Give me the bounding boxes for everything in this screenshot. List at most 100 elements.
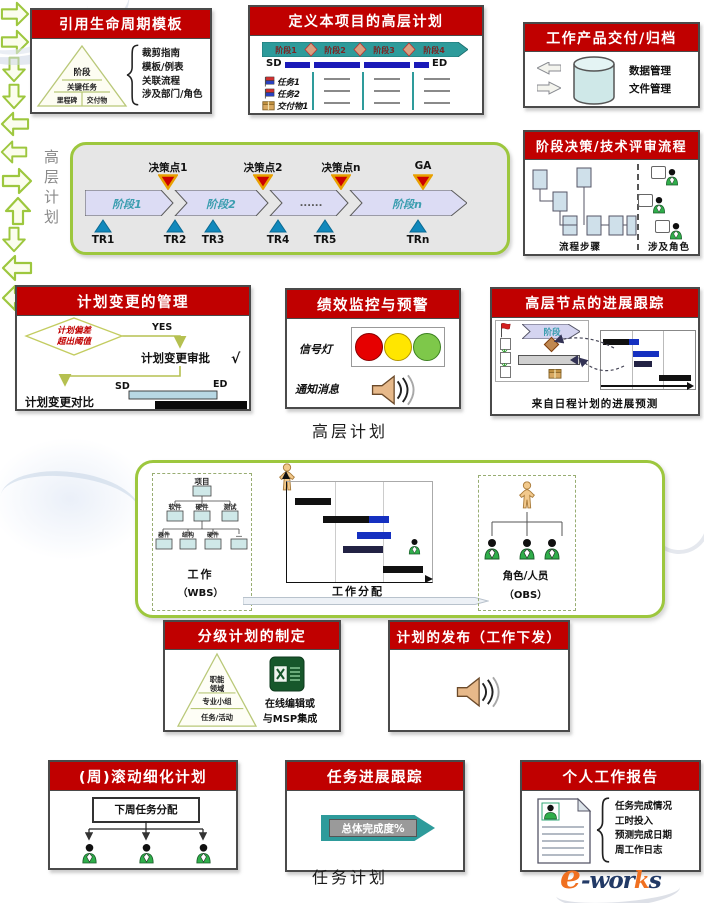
box-personal-report: 个人工作报告 任务完成情况 工时投入 预测完成日期 周工作日志 (520, 760, 701, 872)
obs-dashed-box: 角色/人员 （OBS） (478, 475, 576, 611)
cell-line (324, 90, 350, 92)
top-section-caption: 高层计划 (311, 422, 388, 441)
box-define-plan-title: 定义本项目的高层计划 (250, 7, 482, 36)
flow-arrow-down (0, 83, 28, 110)
gantt-chart (286, 481, 433, 583)
role-person-icon (668, 222, 684, 240)
role-person-icon (651, 196, 667, 214)
box-weekly-rolling-plan: (周)滚动细化计划 下周任务分配 (48, 760, 238, 870)
cell-line (424, 90, 450, 92)
tr-label: TRn (406, 234, 430, 246)
cell-line (324, 102, 350, 104)
traffic-light-icon (351, 327, 445, 367)
wbs-l2-label: 测试 (224, 502, 238, 511)
deviation-diamond-label: 超出阈值 (56, 336, 93, 347)
pyramid-icon: 阶段 关键任务 里程碑 交付物 (36, 44, 128, 107)
node-box (500, 352, 511, 364)
bar-end-arrow (570, 355, 578, 365)
list-item: 涉及部门/角色 (142, 89, 203, 101)
cloud-decoration (0, 438, 150, 560)
list-item: 文件管理 (629, 82, 671, 95)
member-person-icon (80, 843, 99, 864)
box-node-tracking-title: 高层节点的进展跟踪 (492, 289, 698, 318)
gridline (335, 482, 336, 582)
decision-point-label: 决策点n (321, 162, 361, 174)
hier-pyramid-label: 领域 (210, 684, 225, 693)
node-box (500, 338, 511, 350)
wbs-l3-label: 器件 (157, 531, 170, 539)
list-item: 模板/例表 (142, 61, 184, 73)
tr-label: TR1 (91, 234, 115, 246)
tr-label: TR3 (201, 234, 225, 246)
flow-arrow-left (0, 253, 34, 283)
task-flag-icon (264, 76, 275, 87)
tr-label: TR5 (313, 234, 337, 246)
cell-line (374, 90, 400, 92)
axis-arrow (425, 575, 433, 583)
wbs-l3-label: … (236, 532, 242, 539)
overall-progress-bar: 总体完成度% (329, 819, 417, 837)
manager-person-icon (516, 481, 538, 511)
gantt-bar (603, 339, 629, 345)
pyramid-icon: 职能 领域 专业小组 任务/活动 (176, 652, 258, 727)
wbs-l2-label: 硬件 (196, 502, 210, 511)
box-lifecycle-title: 引用生命周期模板 (32, 10, 210, 39)
tr-triangle-icon (166, 219, 184, 233)
tr-triangle-icon (316, 219, 334, 233)
flow-arrow-right (0, 28, 30, 56)
decision-triangle-icon (253, 174, 273, 190)
decision-triangle-icon (158, 174, 178, 190)
band-phase-label: 阶段1 (112, 198, 142, 211)
member-person-icon (542, 538, 562, 560)
flow-arrow-up (0, 196, 36, 226)
pyramid-bl-label: 里程碑 (57, 96, 78, 105)
cell-line (374, 102, 400, 104)
box-weekly-rolling-plan-title: (周)滚动细化计划 (50, 762, 236, 791)
box-review-flow-title: 阶段决策/技术评审流程 (525, 132, 698, 160)
column-divider (312, 72, 314, 110)
yellow-light (383, 333, 412, 361)
change-flow-diagram: 计划偏差 超出阈值 YES 计划变更审批 √ 计划变更对比 SD ED (24, 317, 247, 409)
member-person-icon (194, 843, 213, 864)
brace-icon (596, 797, 611, 863)
box-hierarchical-planning-title: 分级计划的制定 (165, 622, 339, 650)
wbs-l2-label: 软件 (169, 502, 183, 511)
list-item: 数据管理 (629, 65, 671, 77)
phase-label: 阶段4 (423, 45, 445, 55)
column-divider (412, 72, 414, 110)
plan-bar (285, 62, 310, 68)
tr-triangle-icon (204, 219, 222, 233)
roles-label: 涉及角色 (647, 242, 690, 253)
decision-point-label: 决策点1 (148, 162, 188, 174)
axis-up-arrow (282, 471, 290, 479)
assign-long-arrow (243, 597, 489, 605)
old-plan-bar (128, 390, 218, 400)
high-level-plan-side-label: 高层计划 (42, 149, 60, 229)
gantt-mini (600, 330, 696, 390)
tr-triangle-icon (269, 219, 287, 233)
assign-label: 工作分配 (332, 585, 384, 598)
sd-label: SD (266, 58, 282, 69)
next-week-assign-box: 下周任务分配 (92, 797, 200, 823)
approve-label: 计划变更审批 (141, 351, 210, 365)
hier-pyramid-label: 职能 (210, 675, 225, 684)
gantt-bar (343, 546, 383, 553)
speech-bubble (655, 220, 670, 233)
band-phase-label: ...... (300, 198, 323, 209)
lifecycle-item-list: 裁剪指南 模板/例表 关联流程 涉及部门/角色 (142, 47, 202, 102)
box-review-flow: 阶段决策/技术评审流程 流程步骤 涉及角色 (523, 130, 700, 256)
plan-bar (364, 62, 410, 68)
report-document-icon (537, 797, 592, 864)
box-change-management: 计划变更的管理 计划偏差 超出阈值 YES 计划变更审批 √ 计划变更对比 SD… (15, 285, 251, 411)
box-performance-monitor: 绩效监控与预警 信号灯 通知消息 (285, 288, 461, 409)
role-person-icon (664, 168, 680, 186)
pyramid-mid-label: 关键任务 (67, 82, 97, 92)
box-archive-title: 工作产品交付/归档 (525, 24, 698, 52)
list-item: 预测完成日期 (615, 830, 673, 842)
wbs-obs-panel: 项目 软件 硬件 测试 器件 结构 硬件 … 工作 （WBS） (135, 460, 665, 618)
transfer-arrows-icon (537, 62, 561, 95)
pyramid-top-label: 阶段 (73, 67, 91, 78)
box-archive: 工作产品交付/归档 数据管理 文件管理 (523, 22, 700, 108)
tr-triangle-icon (94, 219, 112, 233)
axis-arrow (687, 382, 694, 390)
